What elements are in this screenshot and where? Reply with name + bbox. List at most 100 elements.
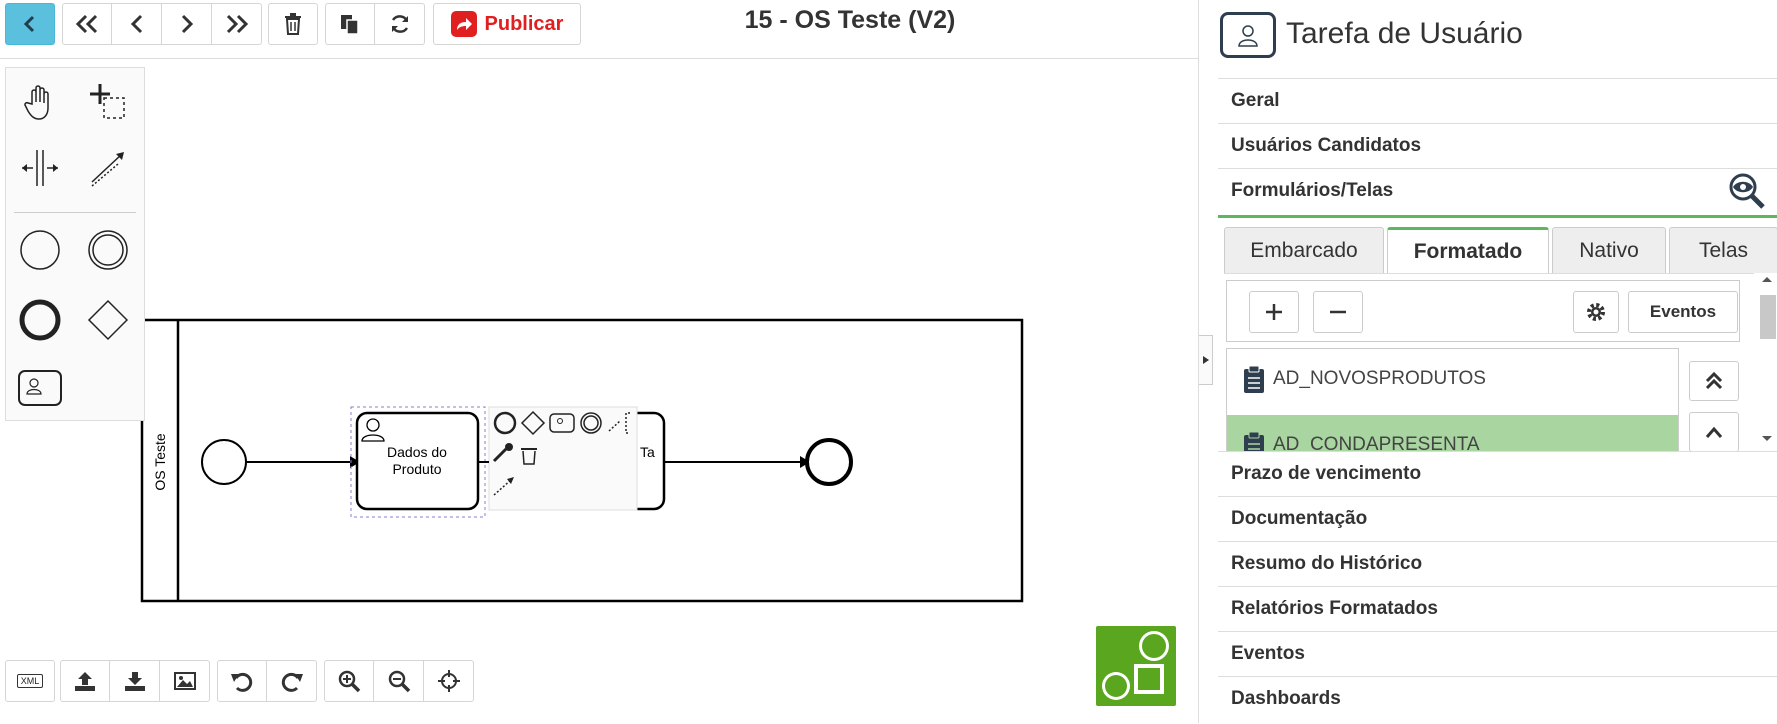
first-button[interactable] — [62, 3, 112, 45]
create-start-event[interactable] — [14, 224, 66, 276]
start-event-icon — [20, 230, 60, 270]
section-prazo-de-vencimento[interactable]: Prazo de vencimento — [1218, 451, 1777, 496]
append-user-task-icon[interactable] — [549, 413, 575, 433]
append-start-event-icon[interactable] — [493, 411, 517, 435]
settings-button[interactable] — [1573, 291, 1619, 333]
section-relatorios-formatados[interactable]: Relatórios Formatados — [1218, 586, 1777, 631]
section-geral[interactable]: Geral — [1218, 78, 1777, 123]
connect-icon[interactable] — [493, 477, 514, 496]
tab-formatado[interactable]: Formatado — [1387, 227, 1549, 273]
chevron-right-icon — [181, 14, 193, 34]
create-user-task[interactable] — [14, 362, 66, 414]
lasso-tool[interactable] — [82, 76, 134, 128]
wrench-icon[interactable] — [492, 443, 513, 463]
remove-form-button[interactable] — [1313, 291, 1363, 333]
forms-list: AD_NOVOSPRODUTOS AD_CONDAPRESENTA — [1226, 348, 1679, 452]
export-xml-button[interactable]: XML — [5, 660, 55, 702]
intermediate-event-icon — [88, 230, 128, 270]
last-button[interactable] — [212, 3, 262, 45]
tool-palette — [5, 67, 145, 421]
global-connect-tool[interactable] — [82, 142, 134, 194]
user-task-icon — [18, 370, 62, 406]
user-icon — [1238, 25, 1258, 47]
image-icon — [173, 672, 196, 690]
trash-icon[interactable] — [521, 448, 537, 465]
previous-button[interactable] — [112, 3, 162, 45]
append-gateway-icon[interactable] — [520, 410, 546, 436]
section-usuarios-candidatos[interactable]: Usuários Candidatos — [1218, 123, 1777, 168]
zoom-in-icon — [338, 670, 361, 693]
tab-embarcado[interactable]: Embarcado — [1224, 227, 1384, 273]
section-dashboards[interactable]: Dashboards — [1218, 676, 1777, 723]
create-intermediate-event[interactable] — [82, 224, 134, 276]
move-top-button[interactable] — [1689, 361, 1739, 401]
panel-toggle[interactable] — [1199, 335, 1213, 385]
upload-button[interactable] — [60, 660, 110, 702]
start-event[interactable] — [201, 439, 247, 485]
list-item[interactable]: AD_NOVOSPRODUTOS — [1227, 349, 1678, 409]
zoom-in-button[interactable] — [324, 660, 374, 702]
scroll-up-icon — [1762, 277, 1772, 282]
scrollbar[interactable] — [1757, 273, 1777, 451]
section-documentacao[interactable]: Documentação — [1218, 496, 1777, 541]
crosshair-icon — [437, 670, 460, 692]
redo-button[interactable] — [267, 660, 317, 702]
append-intermediate-event-icon[interactable] — [580, 412, 602, 434]
palette-separator — [14, 212, 136, 213]
diagram-canvas[interactable]: OS Teste Dados do Produto Ta — [0, 58, 1198, 723]
hand-tool[interactable] — [14, 76, 66, 128]
task-label-line2: Produto — [392, 461, 441, 477]
zoom-out-button[interactable] — [374, 660, 424, 702]
lasso-icon — [90, 84, 125, 119]
share-icon — [450, 11, 477, 37]
export-image-button[interactable] — [160, 660, 210, 702]
context-pad — [488, 406, 638, 511]
copy-button[interactable] — [325, 3, 375, 45]
reset-zoom-button[interactable] — [424, 660, 474, 702]
tab-telas[interactable]: Telas — [1669, 227, 1777, 273]
chevron-left-icon — [130, 14, 142, 34]
create-end-event[interactable] — [14, 294, 66, 346]
minus-icon — [1330, 310, 1346, 314]
redo-icon — [281, 672, 303, 692]
delete-button[interactable] — [268, 3, 318, 45]
create-gateway[interactable] — [82, 294, 134, 346]
tab-nativo[interactable]: Nativo — [1552, 227, 1666, 273]
forms-actions-box: Eventos — [1226, 280, 1740, 342]
next-button[interactable] — [162, 3, 212, 45]
bpmn-diagram[interactable]: OS Teste Dados do Produto Ta — [0, 59, 1198, 724]
undo-button[interactable] — [217, 660, 267, 702]
navigation-group — [62, 3, 262, 45]
section-formularios-telas[interactable]: Formulários/Telas — [1218, 168, 1777, 218]
publish-button[interactable]: Publicar — [433, 3, 581, 45]
space-tool[interactable] — [14, 142, 66, 194]
list-item-selected[interactable]: AD_CONDAPRESENTA — [1227, 415, 1678, 451]
forms-tab-content: Eventos AD_NOVOSPRODUTOS AD_CONDAPRESENT… — [1224, 273, 1754, 452]
download-button[interactable] — [110, 660, 160, 702]
undo-icon — [231, 672, 253, 692]
clipboard-icon — [1244, 431, 1264, 451]
gateway-icon — [87, 299, 129, 341]
refresh-icon — [391, 15, 408, 33]
pool-label: OS Teste — [152, 433, 168, 491]
space-icon — [22, 150, 58, 186]
caret-right-icon — [1202, 356, 1209, 364]
properties-panel: Tarefa de Usuário Geral Usuários Candida… — [1198, 0, 1777, 723]
user-icon — [361, 418, 385, 442]
section-resumo-do-historico[interactable]: Resumo do Histórico — [1218, 541, 1777, 586]
section-eventos[interactable]: Eventos — [1218, 631, 1777, 676]
move-up-button[interactable] — [1689, 412, 1739, 452]
end-event-icon — [19, 299, 61, 341]
scroll-down-icon — [1762, 436, 1772, 441]
scrollbar-thumb[interactable] — [1760, 295, 1776, 339]
double-chevron-right-icon — [226, 14, 248, 34]
end-event[interactable] — [805, 438, 853, 486]
text-annotation-icon[interactable] — [608, 412, 630, 434]
publish-label: Publicar — [484, 12, 564, 35]
eye-search-icon[interactable] — [1727, 171, 1767, 211]
collapse-button[interactable] — [5, 3, 55, 45]
copy-icon — [341, 15, 359, 35]
events-button[interactable]: Eventos — [1628, 291, 1738, 333]
add-form-button[interactable] — [1249, 291, 1299, 333]
refresh-button[interactable] — [375, 3, 425, 45]
